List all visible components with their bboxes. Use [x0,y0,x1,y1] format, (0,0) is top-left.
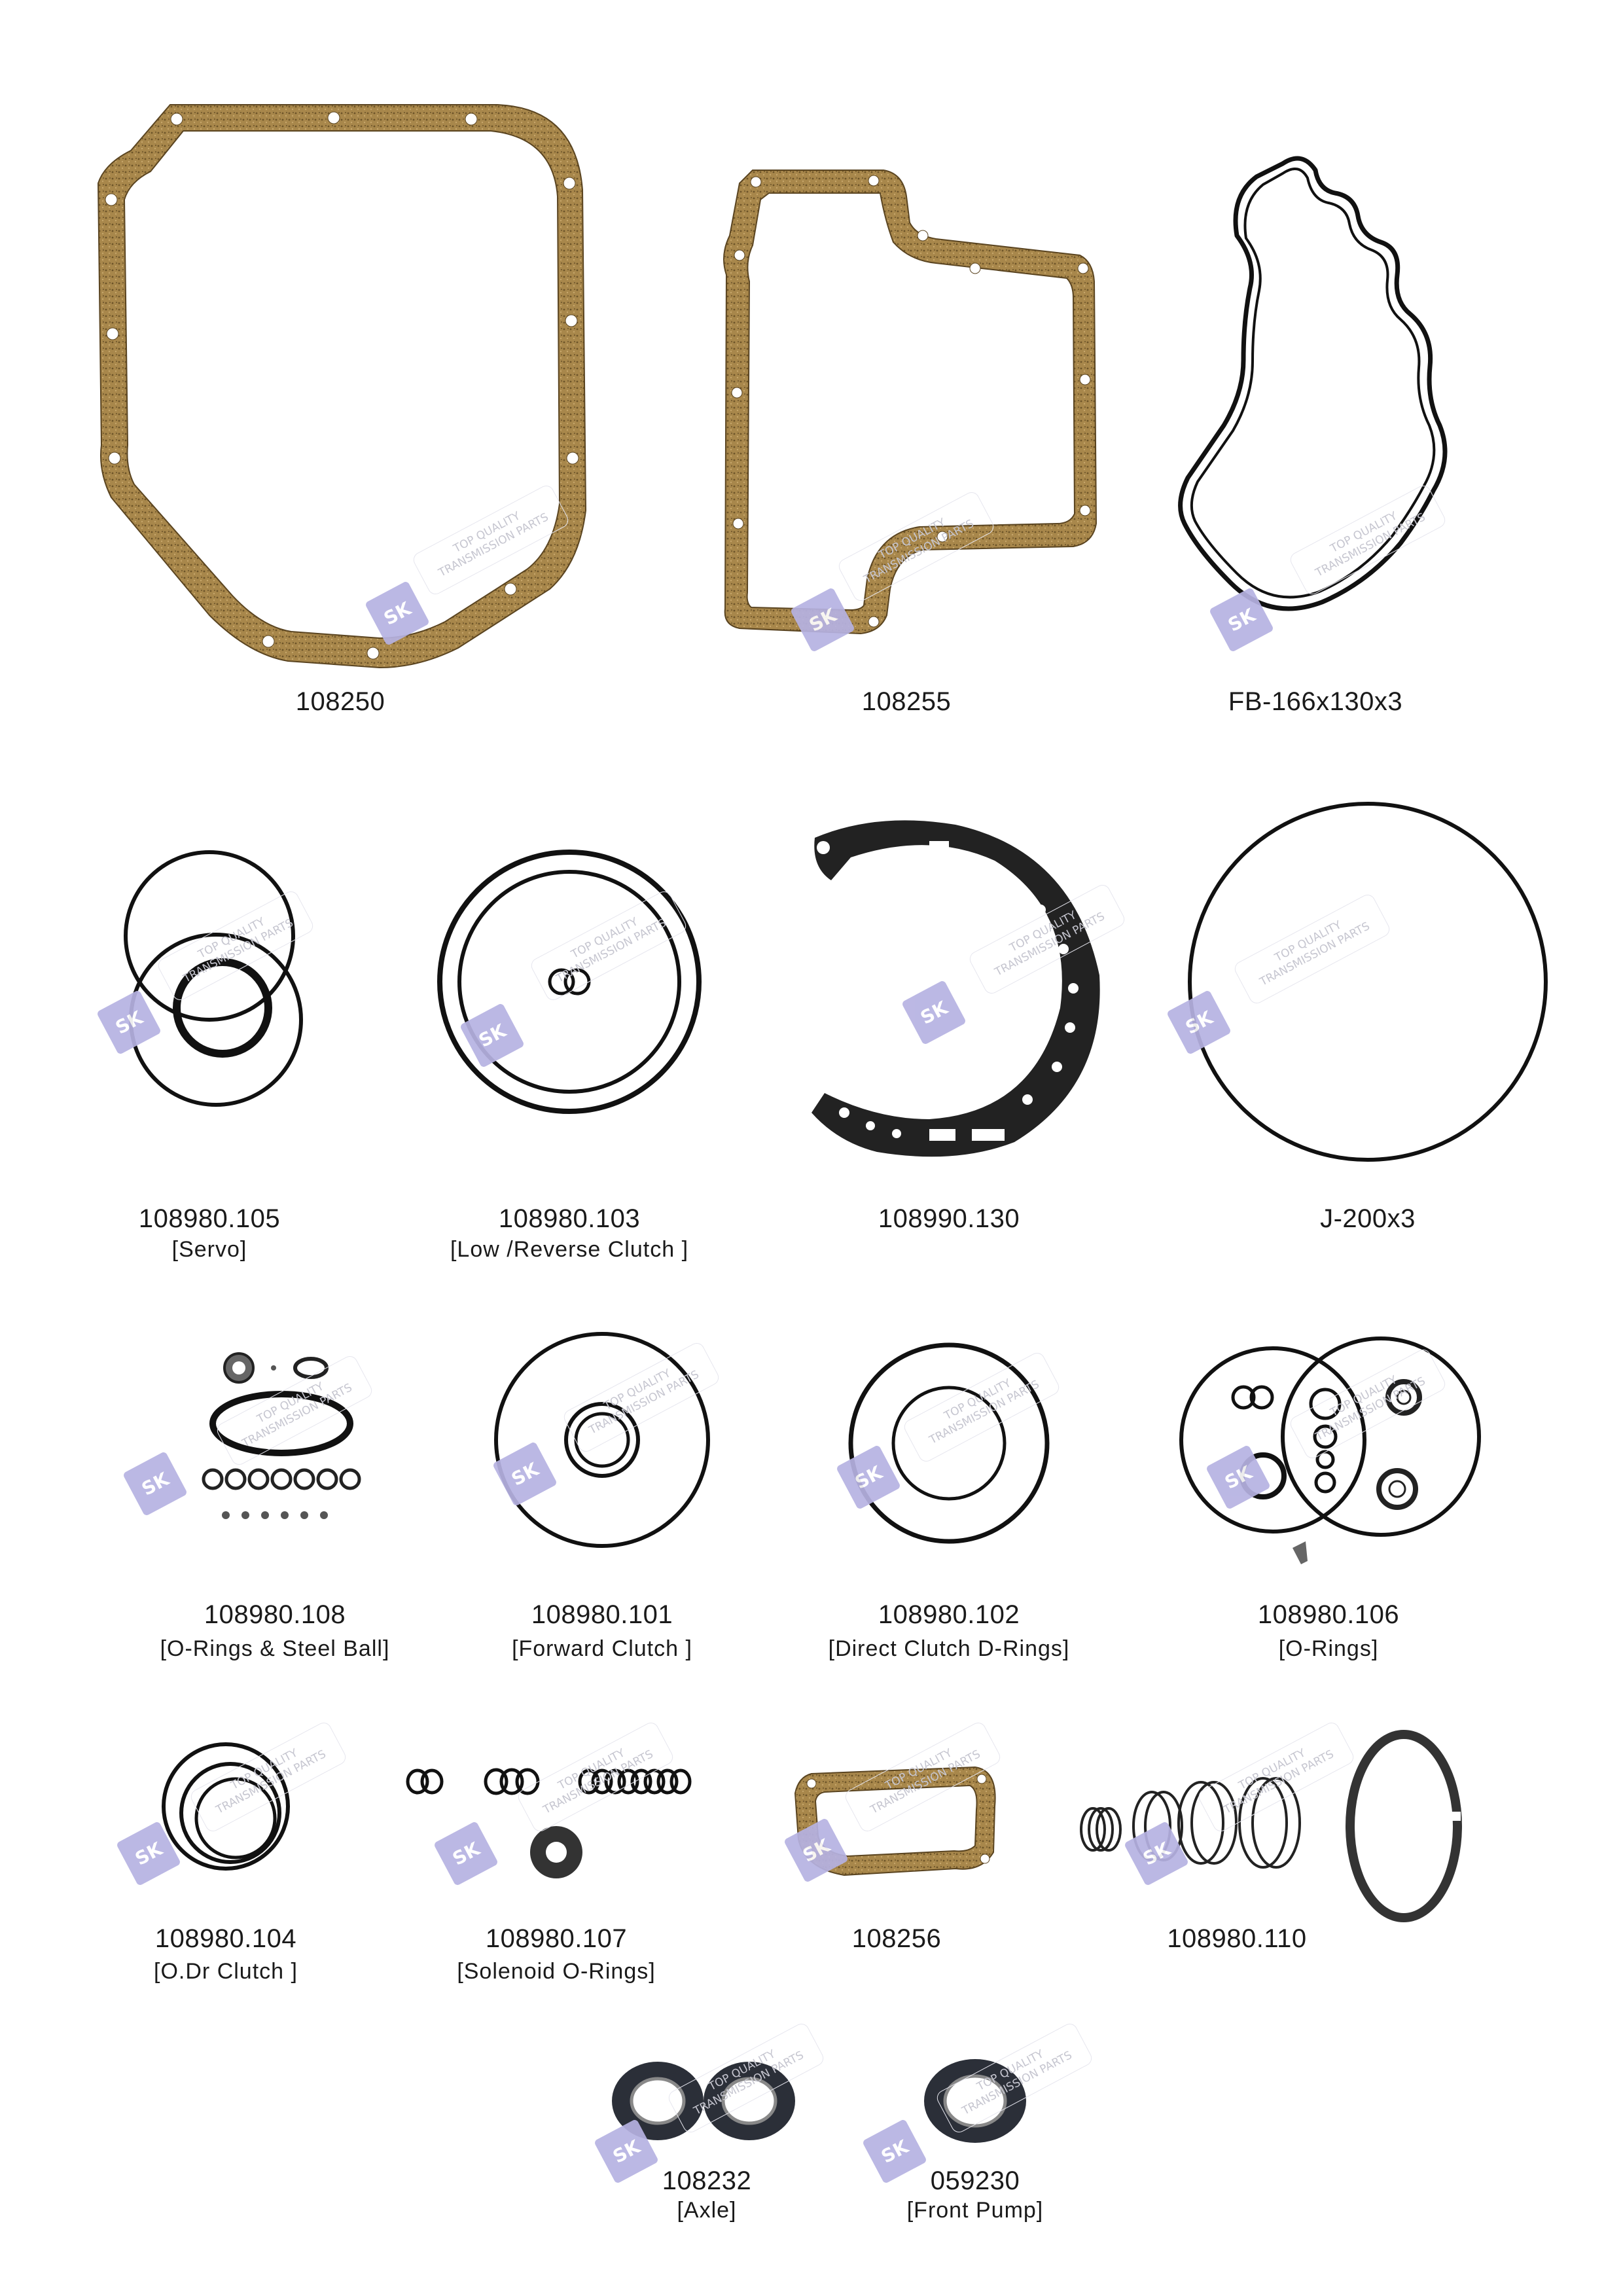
low-reverse-clutch-seals-image [437,850,702,1114]
oil-pan-gasket-image [97,104,587,669]
front-pump-seal-image [924,2059,1026,2143]
part-code: 059230 [930,2166,1020,2195]
part-code: J-200x3 [1320,1204,1416,1233]
part-description: [O-Rings & Steel Ball] [160,1636,390,1661]
forward-clutch-seals-image [494,1332,710,1548]
overdrive-clutch-seals-image [162,1742,290,1871]
part-code: 108256 [851,1924,942,1953]
part-description: [Servo] [171,1237,247,1262]
valve-body-cover-gasket-image [723,170,1097,635]
solenoid-o-rings-image [406,1768,692,1878]
part-description: [Solenoid O-Rings] [457,1959,656,1984]
part-description: [Front Pump] [906,2198,1044,2223]
formed-rubber-gasket-image [1178,156,1448,611]
part-description: [O-Rings] [1278,1636,1379,1661]
part-description: [O.Dr Clutch ] [154,1959,298,1984]
part-description: [Direct Clutch D-Rings] [828,1636,1070,1661]
part-code: 108980.105 [138,1204,281,1233]
pump-gasket-plate-image [812,820,1100,1157]
part-description: [Axle] [677,2198,737,2223]
part-description: [Forward Clutch ] [512,1636,692,1661]
part-code: 108980.102 [878,1600,1020,1629]
part-code: 108980.103 [498,1204,641,1233]
part-description: [Low /Reverse Clutch ] [450,1237,689,1262]
part-code: 108980.101 [531,1600,673,1629]
part-code: 108980.106 [1257,1600,1400,1629]
large-o-ring-image [1188,802,1548,1162]
part-code: FB-166x130x3 [1228,687,1403,716]
part-code: 108980.104 [154,1924,297,1953]
part-code: 108990.130 [878,1204,1020,1233]
part-code: 108255 [861,687,952,716]
o-rings-set-image [1179,1336,1481,1564]
part-code: 108250 [295,687,385,716]
part-code: 108232 [662,2166,752,2195]
part-code: 108980.108 [204,1600,346,1629]
o-rings-steel-ball-image [202,1352,361,1519]
part-code: 108980.110 [1167,1924,1307,1953]
direct-clutch-d-rings-image [848,1342,1050,1544]
part-code: 108980.107 [485,1924,628,1953]
